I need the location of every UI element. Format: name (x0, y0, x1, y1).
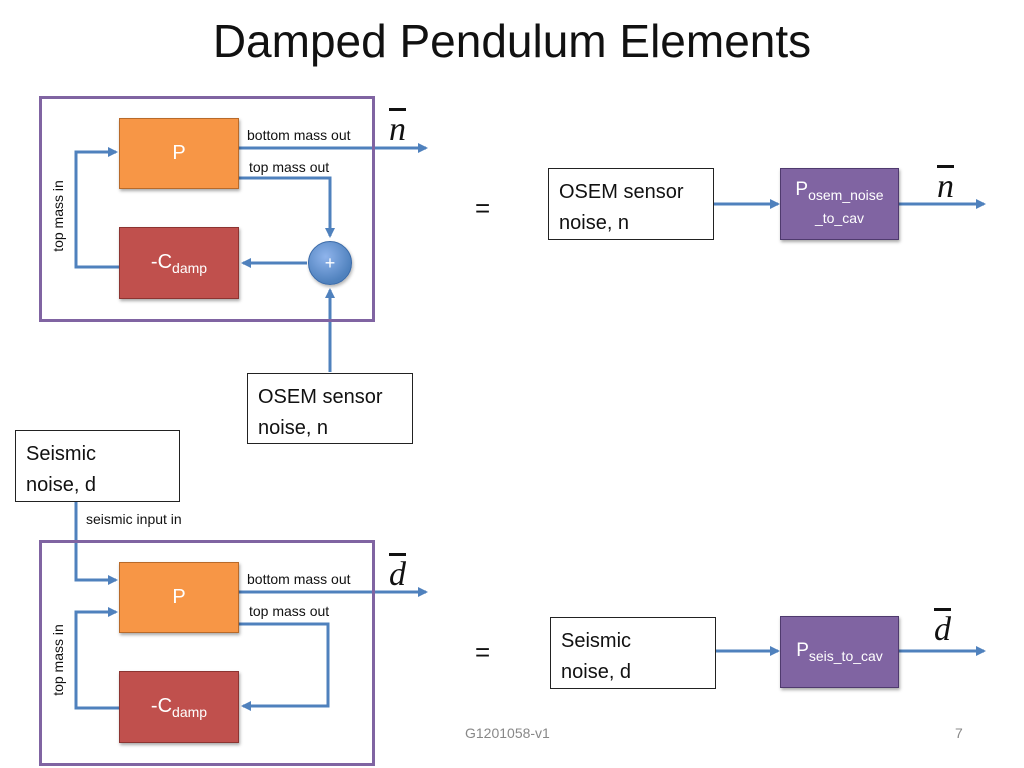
top-equiv-block-line2: _to_cav (814, 210, 865, 227)
slide-title: Damped Pendulum Elements (212, 15, 812, 67)
bottom-top-mass-in-label: top mass in (50, 624, 66, 696)
top-top-mass-out-label: top mass out (249, 159, 330, 175)
bottom-equiv-transfer-block: Pseis_to_cav (780, 616, 899, 688)
footer-doc-id: G1201058-v1 (465, 725, 550, 741)
top-equiv-block-line1: Posem_noise (795, 178, 884, 203)
top-damp-block: -Cdamp (119, 227, 239, 299)
top-output-n-bar: n (389, 111, 406, 148)
bottom-top-mass-out-label: top mass out (249, 603, 330, 619)
bottom-equiv-seismic-box: Seismic noise, d (550, 617, 716, 689)
footer-page-number: 7 (955, 725, 963, 741)
top-damp-label: -Cdamp (150, 250, 208, 276)
bottom-equiv-output-d-bar: d (934, 611, 951, 648)
wire-top-mass-out (239, 176, 335, 238)
wire-top-mass-in (74, 147, 119, 269)
top-equiv-osem-box: OSEM sensor noise, n (548, 168, 714, 240)
wire-top-mass-in-2 (74, 607, 119, 710)
sum-label: + (324, 252, 336, 273)
top-bottom-mass-out-label: bottom mass out (247, 127, 351, 143)
bottom-equals-sign: = (475, 637, 491, 667)
top-equiv-transfer-block: Posem_noise _to_cav (780, 168, 899, 240)
top-equiv-osem-line1: OSEM sensor (559, 181, 684, 203)
top-osem-noise-box: OSEM sensor noise, n (247, 373, 413, 444)
top-plant-block: P (119, 118, 239, 189)
top-plant-label: P (172, 142, 186, 164)
bottom-pendulum-frame (39, 540, 375, 766)
wire-seismic-input (74, 502, 118, 585)
bottom-bottom-mass-out-label: bottom mass out (247, 571, 351, 587)
top-equiv-output-n-bar: n (937, 168, 954, 205)
bottom-equiv-seismic-line1: Seismic (561, 630, 632, 652)
bottom-output-d-bar: d (389, 556, 406, 593)
top-equals-sign: = (475, 193, 491, 223)
bottom-equiv-seismic-line2: noise, d (561, 661, 632, 683)
wire-top-mass-out-2 (239, 622, 330, 711)
top-sum-junction: + (308, 241, 352, 285)
seismic-input-in-label: seismic input in (86, 511, 182, 527)
seismic-noise-box: Seismic noise, d (15, 430, 180, 502)
bottom-plant-label: P (172, 586, 186, 608)
top-osem-line2: noise, n (258, 417, 329, 439)
seismic-line2: noise, d (26, 474, 97, 496)
bottom-equiv-block-label: Pseis_to_cav (796, 640, 883, 664)
bottom-damp-block: -Cdamp (119, 671, 239, 743)
top-pendulum-frame (39, 96, 375, 322)
seismic-line1: Seismic (26, 443, 97, 465)
top-equiv-osem-line2: noise, n (559, 212, 630, 234)
top-osem-line1: OSEM sensor (258, 386, 383, 408)
top-top-mass-in-label: top mass in (50, 180, 66, 252)
bottom-plant-block: P (119, 562, 239, 633)
bottom-damp-label: -Cdamp (150, 694, 208, 720)
